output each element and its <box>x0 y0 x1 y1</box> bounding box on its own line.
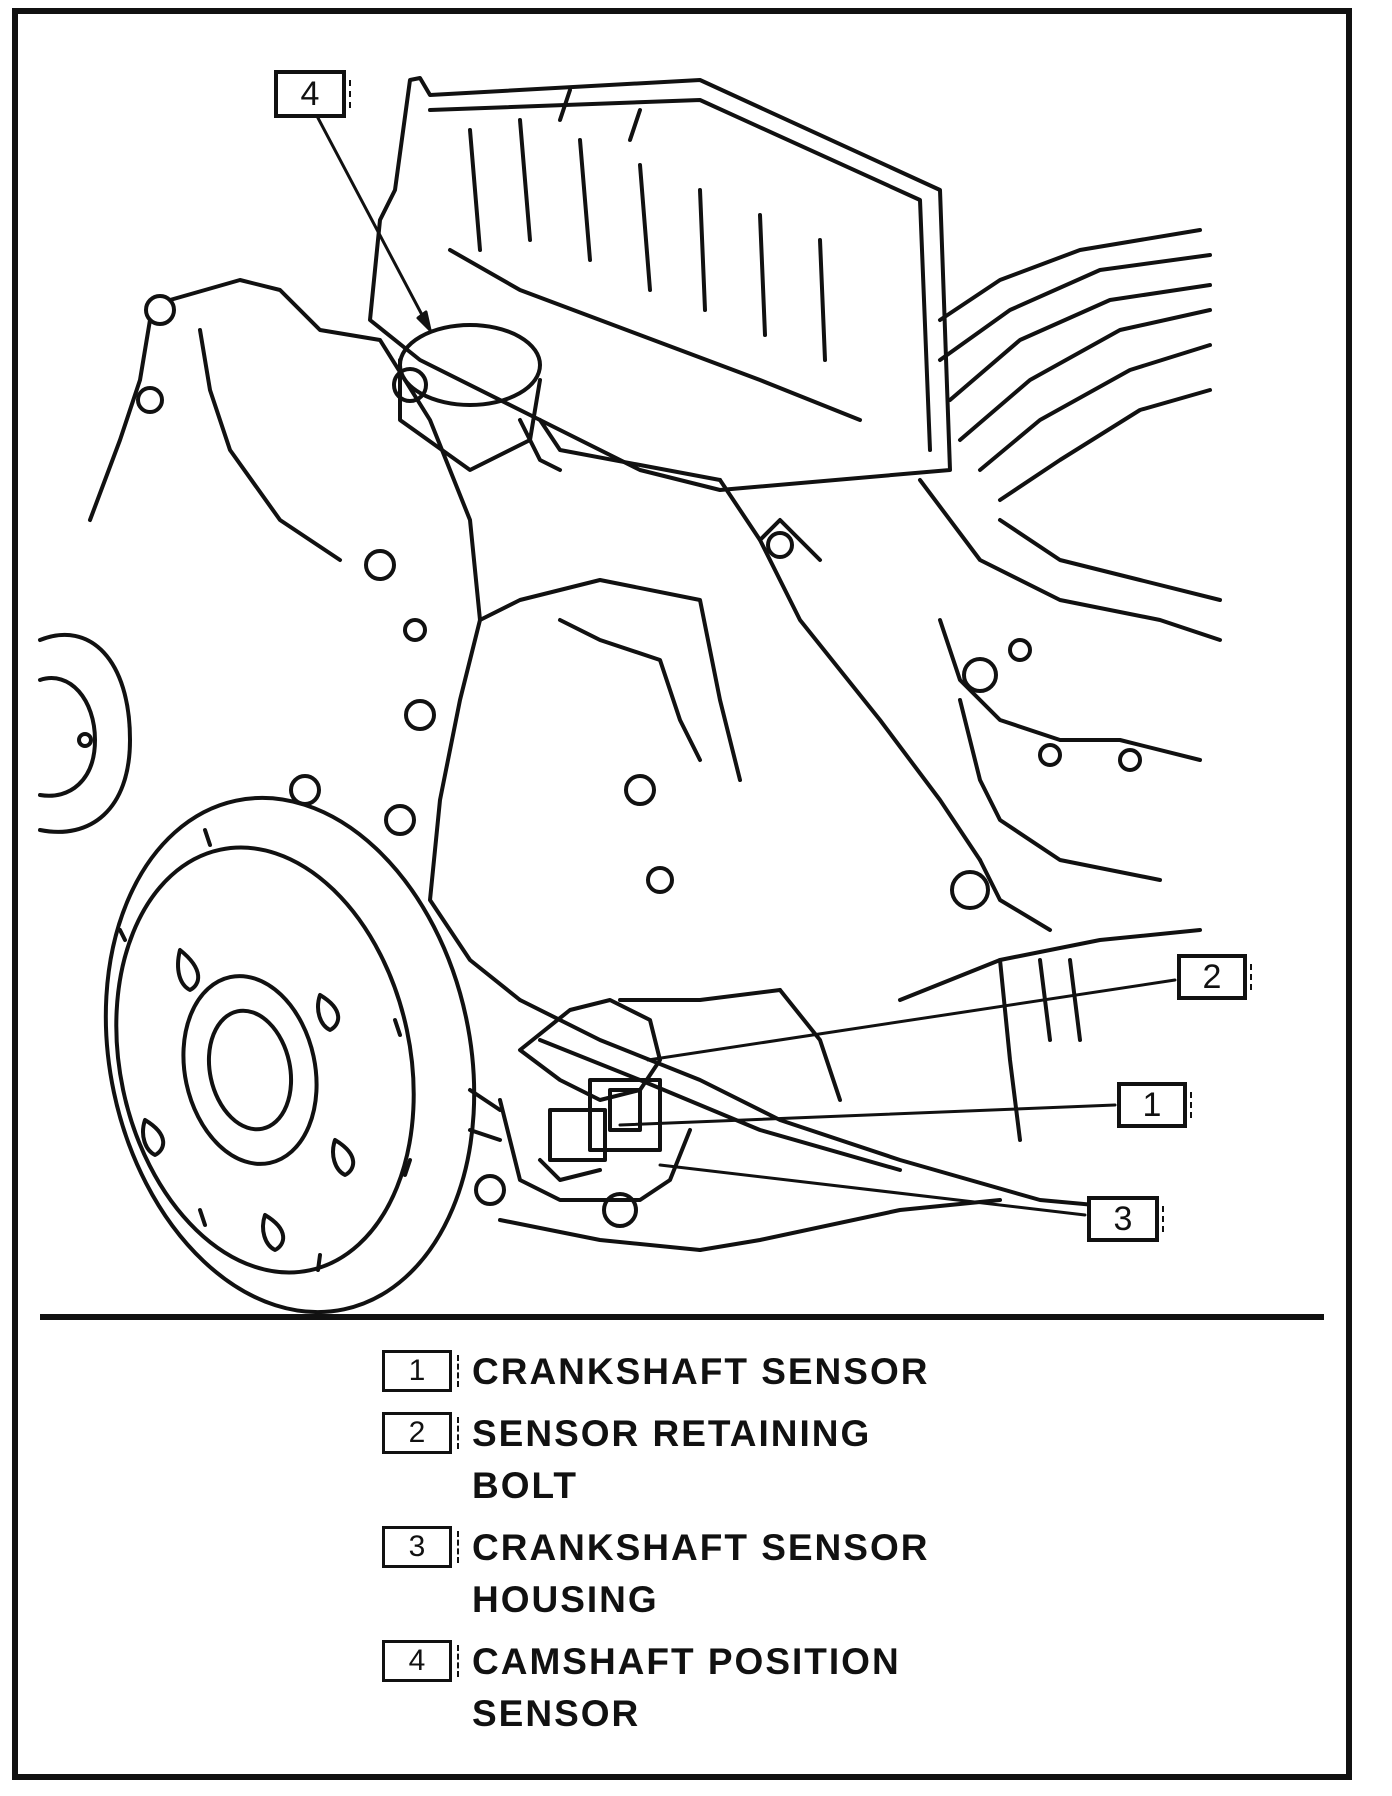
legend-item: 4 CAMSHAFT POSITION SENSOR <box>382 1636 1122 1740</box>
legend-label: CRANKSHAFT SENSOR <box>472 1351 930 1392</box>
callout-1: 1 <box>1117 1082 1192 1128</box>
legend-number-box: 4 <box>382 1640 459 1682</box>
callout-3: 3 <box>1087 1196 1164 1242</box>
figure-frame <box>12 8 1352 1780</box>
callout-2-number: 2 <box>1202 958 1222 996</box>
harmonic-balancer <box>103 795 477 1315</box>
crankshaft-sensor-assembly <box>468 998 692 1202</box>
camshaft-sensor-body <box>392 323 562 472</box>
callout-1-number: 1 <box>1142 1086 1162 1124</box>
legend-label: CRANKSHAFT SENSOR HOUSING <box>472 1527 930 1620</box>
legend-item: 3 CRANKSHAFT SENSOR HOUSING <box>382 1522 1122 1626</box>
legend: 1 CRANKSHAFT SENSOR 2 SENSOR RETAINING B… <box>382 1346 1122 1750</box>
block-bolts <box>136 294 1142 1228</box>
leader-lines <box>316 116 1177 1217</box>
legend-number-box: 2 <box>382 1412 459 1454</box>
callout-2: 2 <box>1177 954 1252 1000</box>
valve-cover <box>368 76 952 492</box>
legend-item: 2 SENSOR RETAINING BOLT <box>382 1408 1122 1512</box>
callout-3-number: 3 <box>1113 1200 1133 1238</box>
callout-4: 4 <box>274 70 351 118</box>
intake-manifold <box>918 228 1222 642</box>
legend-item: 1 CRANKSHAFT SENSOR <box>382 1346 1122 1398</box>
legend-number-box: 1 <box>382 1350 459 1392</box>
legend-divider <box>40 1314 1324 1320</box>
engine-block <box>88 278 1202 1252</box>
legend-label: CAMSHAFT POSITION SENSOR <box>472 1641 901 1734</box>
legend-label: SENSOR RETAINING BOLT <box>472 1413 872 1506</box>
legend-number-box: 3 <box>382 1526 459 1568</box>
callout-4-number: 4 <box>300 75 320 113</box>
water-pump-pulley <box>38 633 132 834</box>
